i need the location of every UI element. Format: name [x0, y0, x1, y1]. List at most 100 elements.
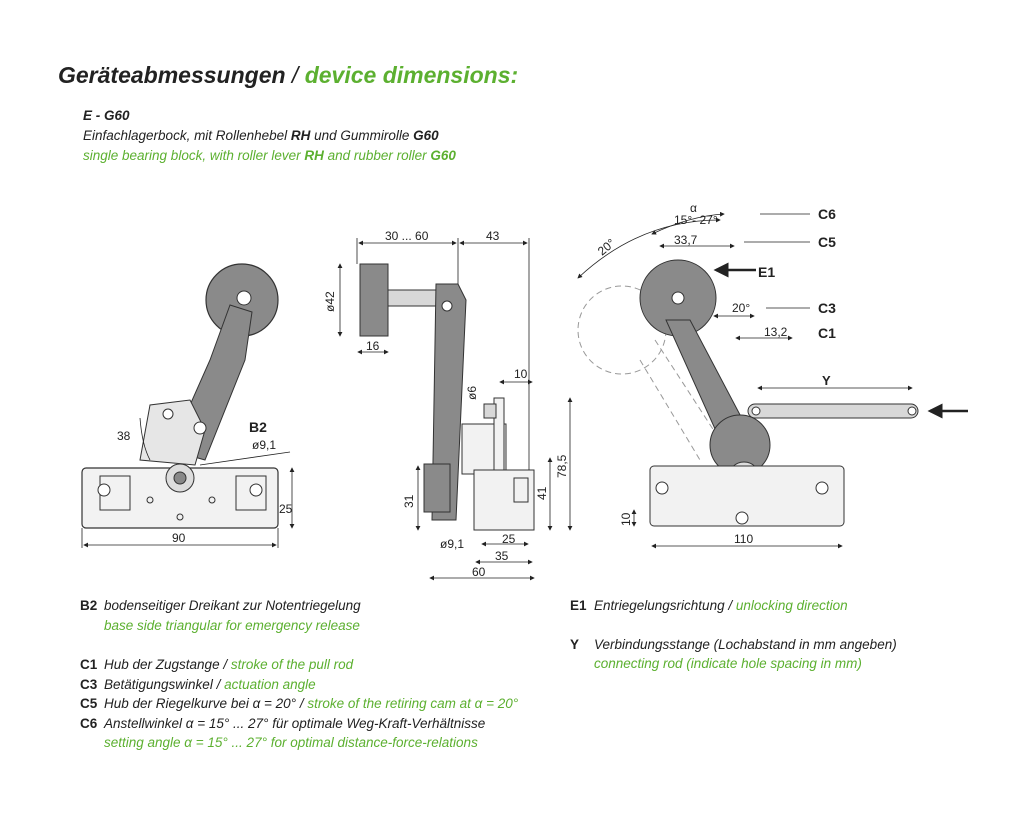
dim-10-3: 10: [619, 512, 633, 526]
dim-16: 16: [366, 339, 380, 353]
legend-text: Betätigungswinkel / actuation angle: [104, 675, 316, 695]
legend-left: B2 bodenseitiger Dreikant zur Notentriege…: [80, 596, 518, 753]
legend-sep: /: [724, 598, 736, 613]
legend-de: Entriegelungsrichtung: [594, 598, 725, 613]
side-base: [473, 469, 535, 531]
legend-en: base side triangular for emergency relea…: [104, 617, 360, 633]
dim-60: 60: [472, 565, 486, 579]
roller-axle: [236, 290, 252, 306]
legend-de: Verbindungsstange (Lochabstand in mm ang…: [594, 636, 897, 652]
legend-text: setting angle α = 15° ... 27° for optima…: [104, 733, 478, 753]
legend-key: [570, 654, 594, 674]
dim-30-60: 30 ... 60: [385, 229, 429, 243]
label-alpha: α: [690, 201, 697, 215]
legend-de: Anstellwinkel α = 15° ... 27° für optima…: [104, 715, 486, 731]
legend-key: C5: [80, 696, 98, 711]
legend-row: C3 Betätigungswinkel / actuation angle: [80, 675, 518, 695]
legend-en: actuation angle: [224, 676, 316, 692]
dim-dia-9-1: ø9,1: [252, 438, 276, 452]
dim-43: 43: [486, 229, 500, 243]
legend-de: Hub der Zugstange: [104, 657, 220, 672]
angle-20: 20°: [595, 236, 618, 259]
title-german: Geräteabmessungen: [58, 62, 286, 88]
dim-25-side: 25: [502, 532, 516, 546]
legend-text: base side triangular for emergency relea…: [104, 616, 360, 636]
title-english: device dimensions:: [304, 62, 519, 88]
legend-text: connecting rod (indicate hole spacing in…: [594, 654, 862, 674]
legend-key: C3: [80, 676, 98, 692]
legend-key: C6: [80, 715, 98, 731]
side-roller: [359, 263, 389, 337]
desc-de-bold-2: G60: [413, 128, 439, 143]
bracket-plate: [139, 399, 206, 466]
legend-row: C5 Hub der Riegelkurve bei α = 20° / stro…: [80, 694, 518, 714]
dim-dia-9-1-side: ø9,1: [440, 537, 464, 551]
legend-de: bodenseitiger Dreikant zur Notentriegelu…: [104, 598, 361, 613]
base-block-3: [649, 465, 845, 527]
legend-row: B2 bodenseitiger Dreikant zur Notentriege…: [80, 596, 518, 616]
legend-text: Hub der Riegelkurve bei α = 20° / stroke…: [104, 694, 518, 714]
legend-row: connecting rod (indicate hole spacing in…: [570, 654, 897, 674]
legend-key: C1: [80, 657, 98, 672]
legend-en: stroke of the pull rod: [230, 657, 354, 672]
label-y: Y: [822, 373, 831, 388]
dim-25: 25: [279, 502, 293, 516]
legend-sep: /: [212, 676, 225, 692]
legend-row: E1 Entriegelungsrichtung / unlocking dire…: [570, 596, 897, 616]
desc-en-bold-1: RH: [304, 148, 324, 163]
desc-en-text-2: and rubber roller: [323, 148, 431, 163]
dim-35: 35: [495, 549, 509, 563]
legend-text: Verbindungsstange (Lochabstand in mm ang…: [594, 635, 897, 655]
legend-de: Hub der Riegelkurve bei α = 20°: [104, 696, 297, 711]
dim-90: 90: [172, 531, 186, 545]
label-c1: C1: [818, 325, 836, 341]
label-c3: C3: [818, 300, 836, 316]
legend-key: Y: [570, 636, 580, 652]
description-english: single bearing block, with roller lever …: [83, 148, 456, 163]
desc-en-text-1: single bearing block, with roller lever: [83, 148, 305, 163]
operating-view: E1 20° α 15°- 27° 33,7 C6 C5 20° C3 13,2…: [577, 201, 968, 549]
dim-dia-6: ø6: [465, 386, 479, 400]
angle-20-c3: 20°: [732, 301, 750, 315]
side-axle: [387, 289, 439, 307]
title-separator: /: [285, 62, 305, 88]
legend-de: Betätigungswinkel: [104, 676, 213, 692]
legend-key: [80, 733, 104, 753]
legend-row: base side triangular for emergency relea…: [80, 616, 518, 636]
technical-drawing: 90 25 B2 ø9,1 38 30 ... 60 43 ø42 16 10: [81, 201, 968, 581]
legend-en: setting angle α = 15° ... 27° for optima…: [104, 735, 478, 750]
dim-38: 38: [117, 429, 131, 443]
dim-110: 110: [734, 532, 753, 546]
label-e1: E1: [758, 264, 775, 280]
legend-en: stroke of the retiring cam at α = 20°: [307, 696, 519, 711]
dim-33-7: 33,7: [674, 233, 698, 247]
description-german: Einfachlagerbock, mit Rollenhebel RH und…: [83, 128, 439, 143]
legend-row: C6 Anstellwinkel α = 15° ... 27° für opti…: [80, 714, 518, 734]
label-angle-range: 15°- 27°: [674, 213, 718, 227]
legend-sep: /: [296, 696, 308, 711]
page-title: Geräteabmessungen / device dimensions:: [58, 62, 518, 89]
legend-key: E1: [570, 598, 587, 613]
label-c5: C5: [818, 234, 836, 250]
legend-sep: /: [219, 657, 231, 672]
legend-key: [80, 616, 104, 636]
legend-text: bodenseitiger Dreikant zur Notentriegelu…: [104, 596, 361, 616]
dim-10: 10: [514, 367, 528, 381]
legend-row: setting angle α = 15° ... 27° for optima…: [80, 733, 518, 753]
desc-de-text-2: und Gummirolle: [310, 128, 414, 143]
dim-41: 41: [535, 486, 549, 500]
legend-key: B2: [80, 598, 98, 613]
connecting-rod: [747, 403, 919, 419]
front-view: 90 25 B2 ø9,1 38: [81, 263, 295, 548]
model-number: E - G60: [83, 108, 130, 123]
desc-de-bold-1: RH: [290, 128, 311, 143]
label-c6: C6: [818, 206, 836, 222]
desc-en-bold-2: G60: [430, 148, 456, 163]
dim-31: 31: [402, 494, 416, 508]
legend-row: Y Verbindungsstange (Lochabstand in mm an…: [570, 635, 897, 655]
legend-en: connecting rod (indicate hole spacing in…: [594, 656, 862, 671]
legend-text: Anstellwinkel α = 15° ... 27° für optima…: [104, 714, 485, 734]
legend-row: C1 Hub der Zugstange / stroke of the pull…: [80, 655, 518, 675]
dim-dia-42: ø42: [323, 291, 337, 312]
legend-text: Entriegelungsrichtung / unlocking direct…: [594, 596, 848, 616]
